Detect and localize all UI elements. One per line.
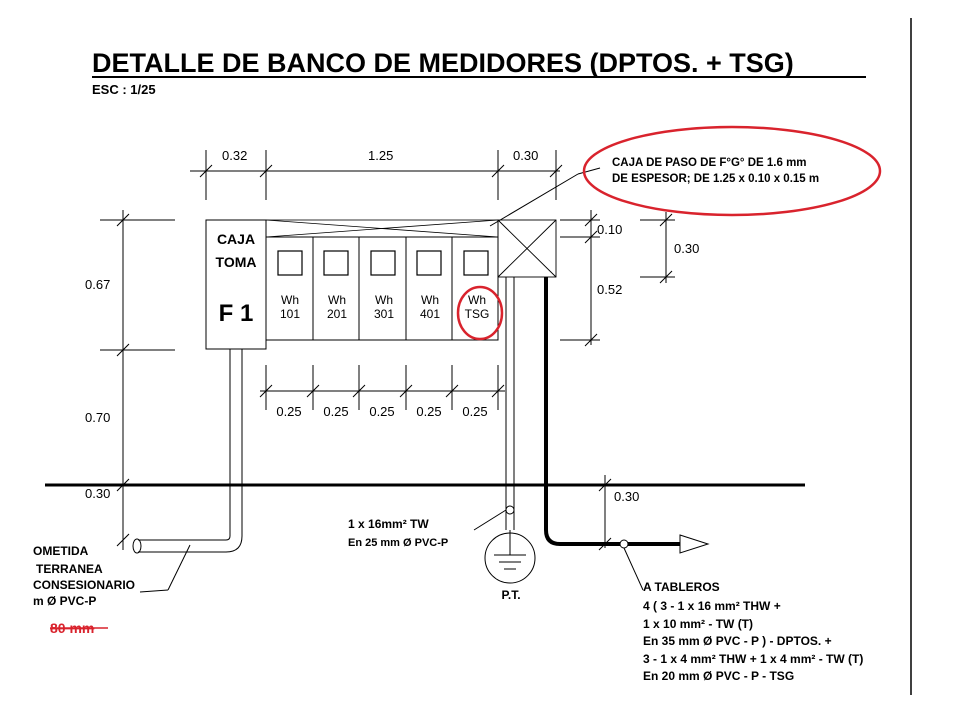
meter-401-number: 401 [420, 307, 440, 321]
tableros-note-line3: 1 x 10 mm² - TW (T) [643, 617, 753, 631]
meter-101-window [277, 250, 303, 276]
meter-tsg-window [463, 250, 489, 276]
ground-note-line1: 1 x 16mm² TW [348, 517, 429, 531]
acometida-note-line2: TERRANEA [36, 562, 103, 576]
dim-top-3: 0.30 [513, 148, 538, 163]
dim-right-2: 0.52 [597, 282, 622, 297]
feeder-conduit [544, 277, 690, 546]
caja-paso-note-line2: DE ESPESOR; DE 1.25 x 0.10 x 0.15 m [612, 173, 819, 185]
tableros-leader [623, 547, 644, 591]
tableros-note-line6: En 20 mm Ø PVC - P - TSG [643, 669, 794, 683]
caja-paso-note-line1: CAJA DE PASO DE F°G° DE 1.6 mm [612, 157, 807, 169]
tableros-note-line2: 4 ( 3 - 1 x 16 mm² THW + [643, 599, 781, 613]
meter-201-window [323, 250, 349, 276]
meter-201-label: Wh [328, 293, 346, 307]
dim-top-1: 0.32 [222, 148, 247, 163]
caja-toma-line2: TOMA [216, 254, 257, 270]
acometida-conduit [132, 349, 243, 554]
meter-tsg-label: Wh [468, 293, 486, 307]
dim-bottom-2: 0.25 [323, 404, 348, 419]
caja-toma-line1: CAJA [217, 231, 255, 247]
ground-note-line2: En 25 mm Ø PVC-P [348, 537, 448, 549]
acometida-note-line1: OMETIDA [33, 544, 89, 558]
meter-101-label: Wh [281, 293, 299, 307]
acometida-leader [167, 544, 191, 591]
left-dimensions [100, 210, 175, 550]
right-dimensions [560, 210, 675, 347]
tsg-highlight-circle [456, 285, 504, 341]
tableros-note-line5: 3 - 1 x 4 mm² THW + 1 x 4 mm² - TW (T) [643, 652, 863, 666]
dim-right-3: 0.30 [674, 241, 699, 256]
dim-bottom-1: 0.25 [276, 404, 301, 419]
meter-301-label: Wh [375, 293, 393, 307]
meter-dividers [312, 237, 453, 340]
dim-left-1: 0.67 [85, 277, 110, 292]
pass-box [497, 219, 557, 278]
dim-ground-right: 0.30 [614, 489, 639, 504]
bottom-dimensions [259, 365, 505, 410]
dim-bottom-5: 0.25 [462, 404, 487, 419]
dim-left-3: 0.30 [85, 486, 110, 501]
caja-toma-box [205, 219, 267, 350]
meter-401-window [416, 250, 442, 276]
meter-201-number: 201 [327, 307, 347, 321]
ground-right-dimension [598, 475, 612, 551]
acometida-note-line4: m Ø PVC-P [33, 594, 96, 608]
dim-bottom-4: 0.25 [416, 404, 441, 419]
meter-301-number: 301 [374, 307, 394, 321]
tableros-note-line1: A TABLEROS [643, 580, 720, 594]
caja-de-paso [265, 219, 499, 238]
meter-tsg-number: TSG [465, 307, 490, 321]
dim-bottom-3: 0.25 [369, 404, 394, 419]
ground-pit-symbol [484, 530, 536, 584]
feeder-arrow [679, 534, 710, 554]
caja-paso-leader [489, 173, 579, 227]
tableros-note-line4: En 35 mm Ø PVC - P ) - DPTOS. + [643, 634, 832, 648]
acometida-note-line3: CONSESIONARIO [33, 578, 135, 592]
dim-top-2: 1.25 [368, 148, 393, 163]
meter-box [265, 236, 499, 341]
pt-label: P.T. [501, 588, 520, 602]
drawing-title: DETALLE DE BANCO DE MEDIDORES (DPTOS. + … [92, 48, 794, 78]
caja-paso-highlight-ellipse [582, 125, 882, 217]
feeder-marker [619, 539, 629, 549]
dim-right-1: 0.10 [597, 222, 622, 237]
ground-conduit [473, 277, 515, 531]
dim-left-2: 0.70 [85, 410, 110, 425]
meter-101-number: 101 [280, 307, 300, 321]
meter-301-window [370, 250, 396, 276]
meter-401-label: Wh [421, 293, 439, 307]
drawing-scale: ESC : 1/25 [92, 82, 156, 97]
top-dimensions [190, 150, 563, 200]
caja-toma-code: F 1 [219, 300, 254, 327]
